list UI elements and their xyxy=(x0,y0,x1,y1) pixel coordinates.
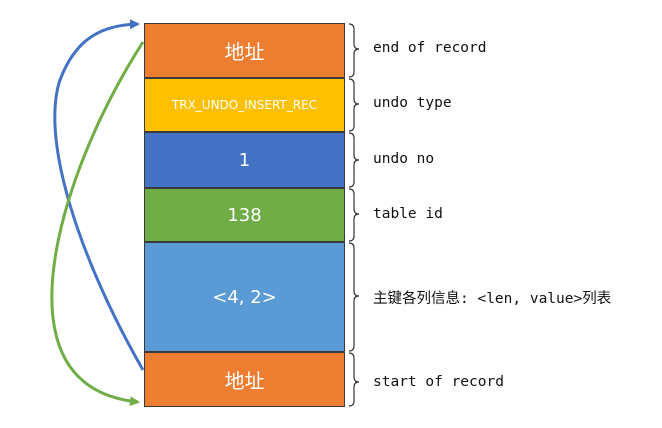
label-key-info: 主键各列信息: <len, value>列表 xyxy=(373,291,612,307)
key-columns-block: <4, 2> xyxy=(144,242,345,352)
braces xyxy=(348,23,360,407)
label-table-id: table id xyxy=(373,206,443,222)
brace-undo-type xyxy=(348,78,360,132)
end-address-block: 地址 xyxy=(144,23,345,78)
label-start-of-record: start of record xyxy=(373,374,504,390)
table-id-block: 138 xyxy=(144,188,345,242)
undo-type-block: TRX_UNDO_INSERT_REC xyxy=(144,78,345,132)
brace-table-id xyxy=(348,188,360,242)
brace-start-of-record xyxy=(348,352,360,407)
start-address-block: 地址 xyxy=(144,352,345,407)
undo-no-block: 1 xyxy=(144,132,345,188)
brace-end-of-record xyxy=(348,23,360,78)
green-arrow xyxy=(50,41,145,407)
label-undo-type: undo type xyxy=(373,95,452,111)
brace-key-info xyxy=(348,242,360,352)
blue-arrow xyxy=(53,19,145,371)
brace-undo-no xyxy=(348,132,360,188)
label-undo-no: undo no xyxy=(373,151,435,167)
label-end-of-record: end of record xyxy=(373,40,487,56)
